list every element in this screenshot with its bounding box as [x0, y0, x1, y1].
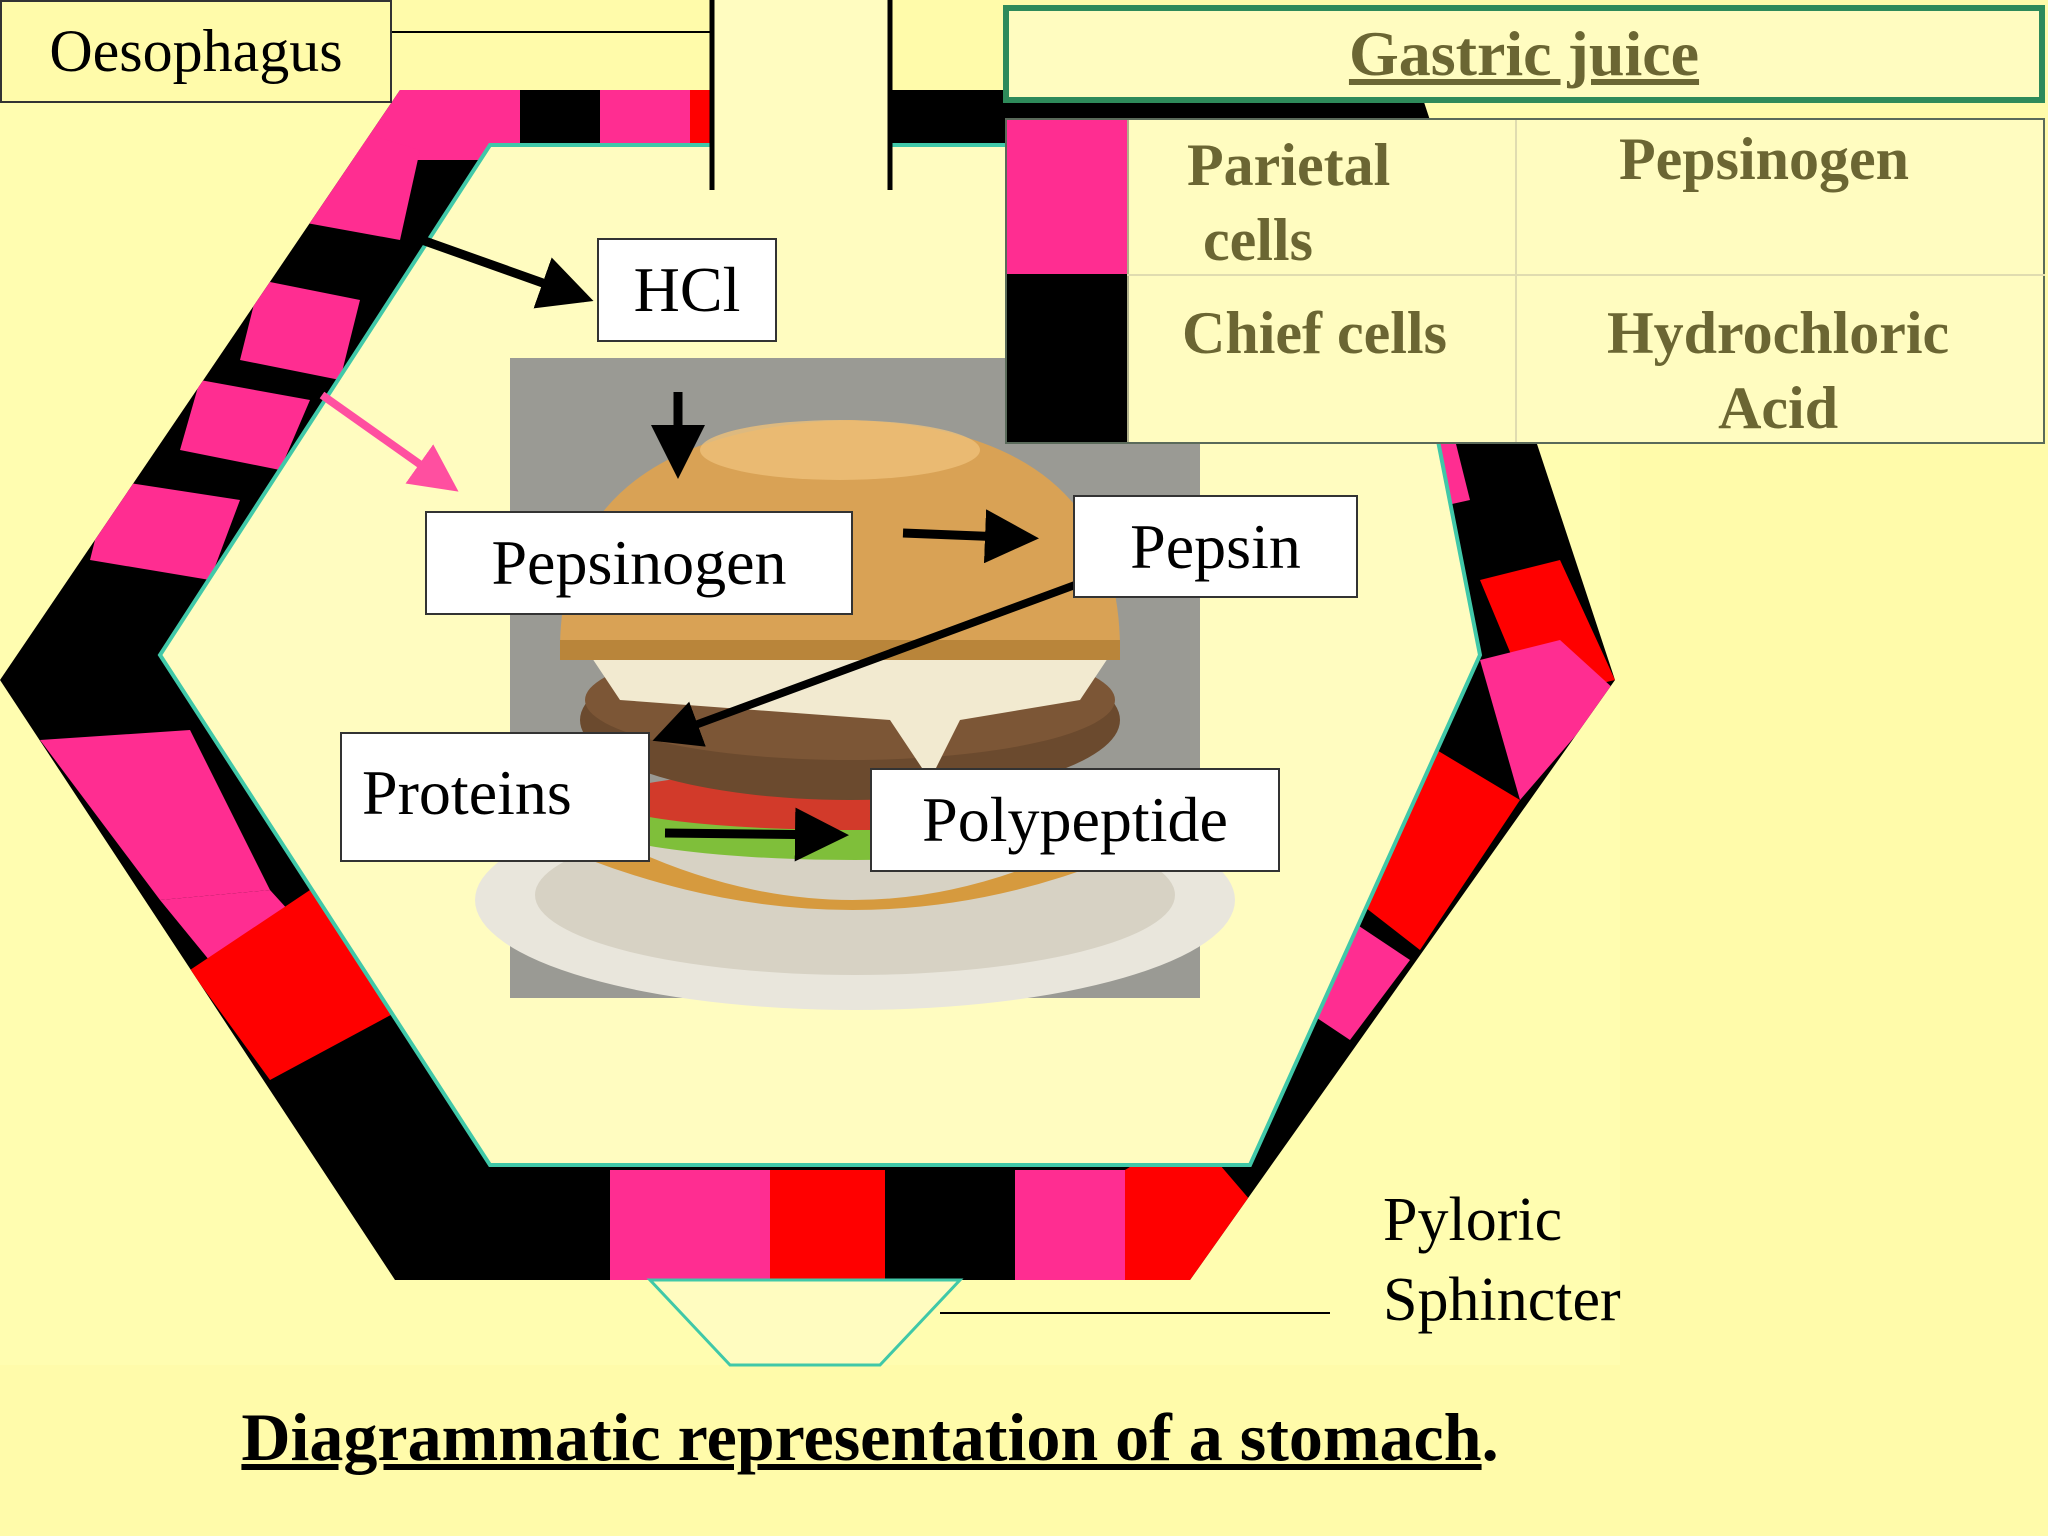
pyloric-sphincter-label: Pyloric Sphincter [1383, 1180, 1621, 1340]
pepsinogen-label: Pepsinogen [425, 511, 853, 615]
wall-segment [1330, 740, 1520, 950]
hydrochloric-acid-product: Hydrochloric Acid [1607, 296, 1949, 446]
caption-period: . [1481, 1399, 1499, 1475]
table-divider [1515, 120, 1517, 442]
arrow-to-pepsin [902, 509, 1039, 564]
table-divider [1127, 120, 1129, 442]
wall-segment [180, 380, 310, 470]
pink-arrow-to-pepsinogen [319, 391, 459, 492]
oesophagus-label: Oesophagus [0, 0, 392, 103]
chief-swatch [1007, 274, 1127, 442]
pepsinogen-product: Pepsinogen [1619, 126, 1910, 192]
wall-segment [1480, 640, 1615, 800]
wall-segment [1015, 1170, 1125, 1280]
oesophagus-tube [712, 0, 890, 190]
pyloric-label-line1: Pyloric [1383, 1186, 1563, 1254]
diagram-caption: Diagrammatic representation of a stomach… [0, 1398, 1740, 1477]
pyloric-label-line2: Sphincter [1383, 1266, 1621, 1334]
wall-segment [610, 1170, 770, 1280]
hydrochloric-line1: Hydrochloric [1607, 300, 1950, 366]
table-divider [1127, 274, 2045, 276]
burger-image [475, 358, 1235, 1010]
arrow-to-hcl [420, 235, 594, 309]
wall-segment [240, 280, 360, 380]
proteins-label: Proteins [340, 732, 650, 862]
caption-text: Diagrammatic representation of a stomach [241, 1399, 1482, 1475]
parietal-line2: cells [1203, 207, 1313, 273]
chief-cells-label: Chief cells [1182, 300, 1447, 366]
gastric-juice-title: Gastric juice [1003, 5, 2045, 103]
arrow-to-polypeptide [664, 807, 849, 862]
hcl-label: HCl [597, 238, 777, 342]
wall-segment [90, 480, 240, 580]
wall-segment [190, 890, 400, 1080]
wall-segment [40, 730, 270, 900]
pyloric-funnel [646, 1278, 964, 1367]
parietal-swatch [1007, 120, 1127, 274]
pepsin-label: Pepsin [1073, 495, 1358, 598]
hydrochloric-line2: Acid [1718, 375, 1839, 441]
parietal-line1: Parietal [1187, 132, 1391, 198]
polypeptide-label: Polypeptide [870, 768, 1280, 872]
wall-segment [770, 1170, 885, 1280]
wall-segment [1125, 1130, 1250, 1280]
gastric-juice-table: Parietal cells Pepsinogen Chief cells Hy… [1005, 118, 2045, 444]
parietal-cells-label: Parietal cells [1187, 128, 1390, 278]
arrow-pepsin-to-proteins [652, 581, 1077, 747]
